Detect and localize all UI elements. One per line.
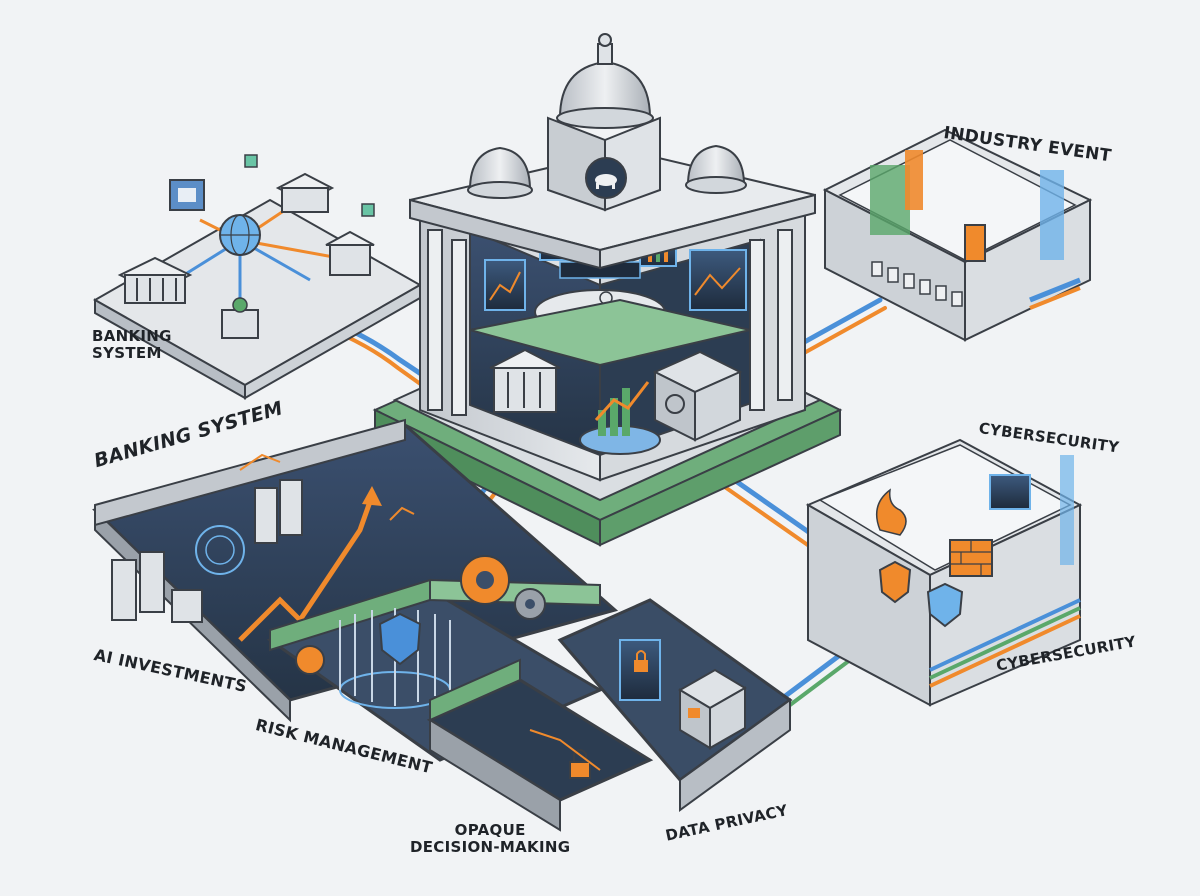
security-shield-icon (926, 582, 964, 628)
bank-building-icon (169, 179, 205, 211)
gear-icon (460, 555, 510, 605)
growth-chart-hologram (579, 381, 661, 455)
tiger-emblem-icon (595, 174, 617, 189)
growth-arrow-icon (238, 486, 382, 642)
banking-network-platform (92, 154, 423, 400)
vault-safe-icon (678, 668, 747, 750)
gear-icon (514, 588, 546, 620)
bank-building-icon (117, 256, 193, 304)
vault-safe-icon (652, 350, 743, 442)
padlock-icon (688, 708, 700, 718)
security-shield-icon (878, 560, 912, 604)
bank-building-icon (325, 230, 375, 276)
central-bank-building-icon (372, 33, 843, 547)
bank-building-icon (275, 172, 335, 213)
cybersecurity-room (805, 438, 1083, 707)
bank-building-icon (489, 348, 561, 413)
data-privacy-room (557, 598, 793, 812)
label-opaque-decision-making: OPAQUE DECISION-MAKING (410, 821, 571, 857)
gear-icon (295, 645, 325, 675)
label-banking-system-top: BANKING SYSTEM (92, 327, 172, 363)
opaque-decision-room (426, 658, 654, 832)
globe-network-icon (219, 214, 261, 256)
brick-firewall-icon (949, 539, 993, 577)
padlock-icon (634, 650, 648, 672)
podium-icon (964, 224, 986, 262)
industry-event-room (822, 128, 1093, 342)
bank-building-icon (221, 297, 259, 339)
security-shield-icon (378, 612, 422, 666)
padlock-icon (569, 749, 591, 779)
flame-threat-icon (875, 488, 907, 536)
